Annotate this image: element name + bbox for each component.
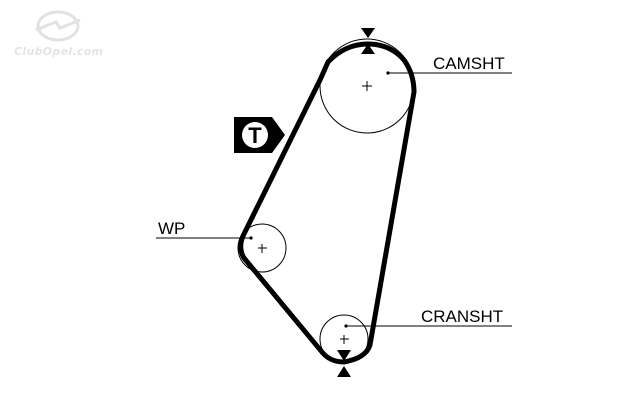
tensioner-marker-icon: T	[234, 117, 285, 153]
crankshaft-timing-mark-icon	[337, 350, 351, 377]
crankshaft-label: CRANSHT	[421, 307, 504, 326]
water-pump-leader	[156, 236, 253, 240]
opel-blitz-logo-icon	[35, 10, 81, 42]
camshaft-center-mark	[362, 81, 372, 91]
crankshaft-center-mark	[340, 335, 349, 344]
camshaft-label: CAMSHT	[433, 54, 505, 73]
timing-belt	[238, 41, 417, 365]
crankshaft-leader	[344, 324, 512, 328]
water-pump-label: WP	[158, 219, 186, 238]
water-pump-pulley	[237, 223, 287, 273]
watermark-text: ClubOpel.com	[14, 45, 104, 58]
tensioner-letter: T	[248, 123, 262, 148]
camshaft-leader	[386, 71, 512, 75]
water-pump-center-mark	[258, 244, 267, 253]
camshaft-timing-mark-icon	[361, 28, 375, 54]
